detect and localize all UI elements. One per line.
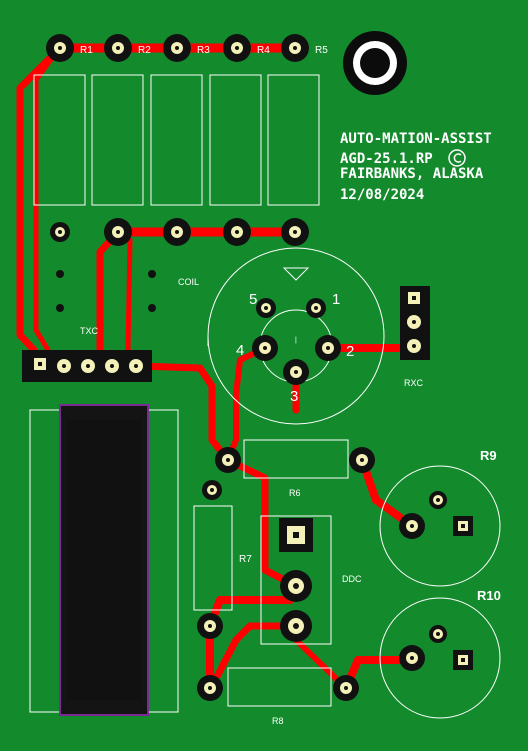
din-pin-label-1: 1 bbox=[332, 291, 340, 308]
label-r5: R5 bbox=[315, 45, 328, 56]
pad bbox=[333, 675, 359, 701]
din-pin-label-4: 4 bbox=[236, 342, 244, 359]
pad bbox=[197, 613, 223, 639]
label-txc: TXC bbox=[80, 326, 99, 336]
label-r4: R4 bbox=[257, 45, 270, 56]
pad bbox=[202, 480, 222, 500]
label-r10: R10 bbox=[477, 588, 501, 603]
title-line-1: AUTO-MATION-ASSIST bbox=[340, 131, 492, 147]
pad bbox=[399, 513, 425, 539]
coil-pad bbox=[148, 270, 156, 278]
ddc-pad bbox=[280, 610, 312, 642]
r9-body bbox=[379, 465, 501, 587]
din-center-mark: | bbox=[295, 337, 297, 344]
pad bbox=[281, 218, 309, 246]
title-line-4: 12/08/2024 bbox=[340, 187, 424, 203]
copyright-icon: © bbox=[448, 149, 466, 167]
pad bbox=[197, 675, 223, 701]
txc-header bbox=[22, 350, 152, 382]
coil-pad bbox=[56, 270, 64, 278]
label-coil: COIL bbox=[178, 277, 199, 287]
din-pin-label-2: 2 bbox=[346, 343, 354, 360]
label-r8: R8 bbox=[272, 716, 284, 726]
pad bbox=[223, 218, 251, 246]
pad bbox=[104, 34, 132, 62]
din-pin-2 bbox=[315, 335, 341, 361]
silkscreen-labels: R1 R2 R3 R4 R5 COIL TXC RXC 5 1 4 2 3 R6… bbox=[80, 45, 501, 726]
rxc-header bbox=[400, 286, 430, 360]
r7-body bbox=[193, 505, 233, 611]
pad bbox=[50, 222, 70, 242]
din-pin-1 bbox=[306, 298, 326, 318]
pad bbox=[281, 34, 309, 62]
pads bbox=[22, 34, 473, 701]
coil-pad bbox=[56, 304, 64, 312]
din-pin-4 bbox=[252, 335, 278, 361]
din-pin-3 bbox=[283, 359, 309, 385]
label-rxc: RXC bbox=[404, 378, 424, 388]
pad bbox=[163, 34, 191, 62]
title-line-2: AGD-25.1.RP bbox=[340, 151, 433, 167]
mounting-hole bbox=[343, 31, 407, 95]
din-pin-5 bbox=[256, 298, 276, 318]
label-ddc: DDC bbox=[342, 574, 362, 584]
resistor-bodies-top bbox=[33, 74, 320, 206]
pad bbox=[215, 447, 241, 473]
pad bbox=[223, 34, 251, 62]
ddc-body bbox=[260, 515, 332, 645]
pad bbox=[349, 447, 375, 473]
pad bbox=[104, 218, 132, 246]
label-r2: R2 bbox=[138, 45, 151, 56]
coil-pad bbox=[148, 304, 156, 312]
pad bbox=[429, 491, 447, 509]
pad bbox=[399, 645, 425, 671]
pad bbox=[46, 34, 74, 62]
r8-body bbox=[227, 667, 332, 707]
title-line-3: FAIRBANKS, ALASKA bbox=[340, 166, 484, 182]
label-r3: R3 bbox=[197, 45, 210, 56]
label-r6: R6 bbox=[289, 488, 301, 498]
label-r1: R1 bbox=[80, 45, 93, 56]
r10-body bbox=[379, 597, 501, 719]
din-pin-label-3: 3 bbox=[290, 388, 298, 405]
label-r7: R7 bbox=[239, 554, 252, 565]
din-pin-label-5: 5 bbox=[249, 291, 257, 308]
pad-square bbox=[453, 516, 473, 536]
pad bbox=[429, 625, 447, 643]
ribbon-connector bbox=[29, 404, 179, 716]
pad bbox=[163, 218, 191, 246]
r6-body bbox=[243, 439, 349, 479]
label-r9: R9 bbox=[480, 448, 497, 463]
ddc-pad-square bbox=[279, 518, 313, 552]
ddc-pad bbox=[280, 570, 312, 602]
pad-square bbox=[453, 650, 473, 670]
